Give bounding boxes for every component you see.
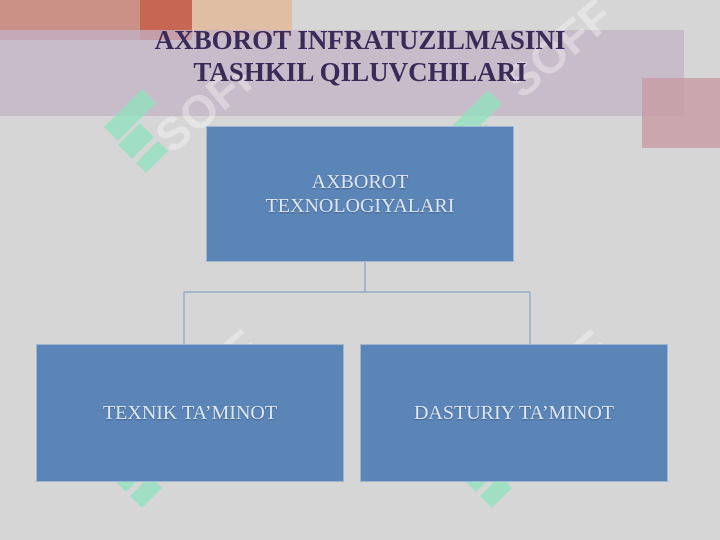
node-left-label: TEXNIK TA’MINOT xyxy=(102,402,278,424)
node-axborot-texnologiyalari: AXBOROT TEXNOLOGIYALARI xyxy=(206,126,514,262)
node-root-label: AXBOROT TEXNOLOGIYALARI xyxy=(266,170,455,218)
title-line-1: AXBOROT INFRATUZILMASINI xyxy=(154,25,566,55)
node-texnik-taminot: TEXNIK TA’MINOT xyxy=(36,344,344,482)
decor-title-band xyxy=(0,30,684,116)
page-title: AXBOROT INFRATUZILMASINI TASHKIL QILUVCH… xyxy=(0,24,720,88)
node-root-label-line-2: TEXNOLOGIYALARI xyxy=(265,195,455,217)
node-right-label: DASTURIY TA’MINOT xyxy=(413,402,615,424)
title-line-2: TASHKIL QILUVCHILARI xyxy=(193,57,527,87)
decor-block-right xyxy=(642,78,720,148)
node-dasturiy-taminot: DASTURIY TA’MINOT xyxy=(360,344,668,482)
node-root-label-line-1: AXBOROT xyxy=(311,171,409,193)
